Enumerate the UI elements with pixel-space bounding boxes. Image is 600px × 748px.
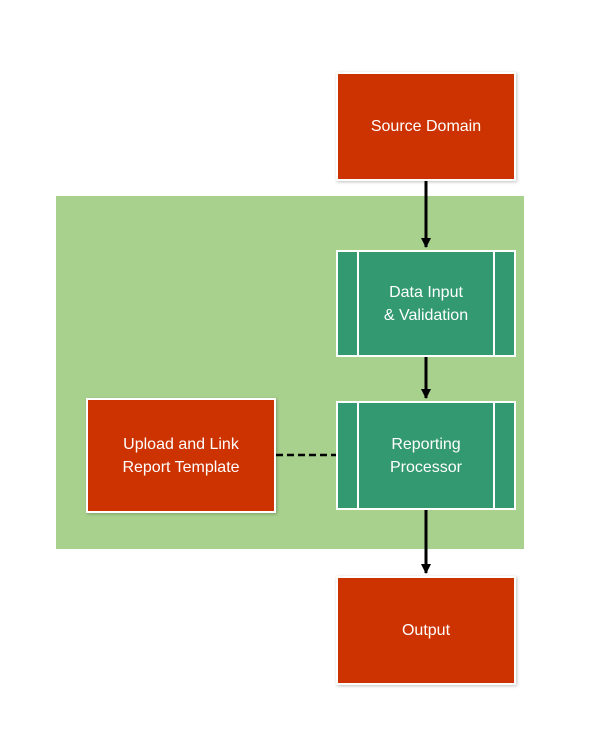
output-label: Output bbox=[401, 622, 451, 639]
data-input-validation-box: Data Input & Validation bbox=[336, 250, 516, 357]
output-box: Output bbox=[336, 576, 516, 685]
upload-template-label: Upload and Link Report Template bbox=[122, 435, 240, 476]
upload-template-box: Upload and Link Report Template bbox=[86, 398, 276, 513]
reporting-processor-box: Reporting Processor bbox=[336, 401, 516, 510]
source-domain-label: Source Domain bbox=[370, 118, 482, 135]
source-domain-box: Source Domain bbox=[336, 72, 516, 181]
reporting-processor-label: Reporting Processor bbox=[389, 435, 463, 476]
data-input-validation-label: Data Input & Validation bbox=[383, 283, 469, 324]
